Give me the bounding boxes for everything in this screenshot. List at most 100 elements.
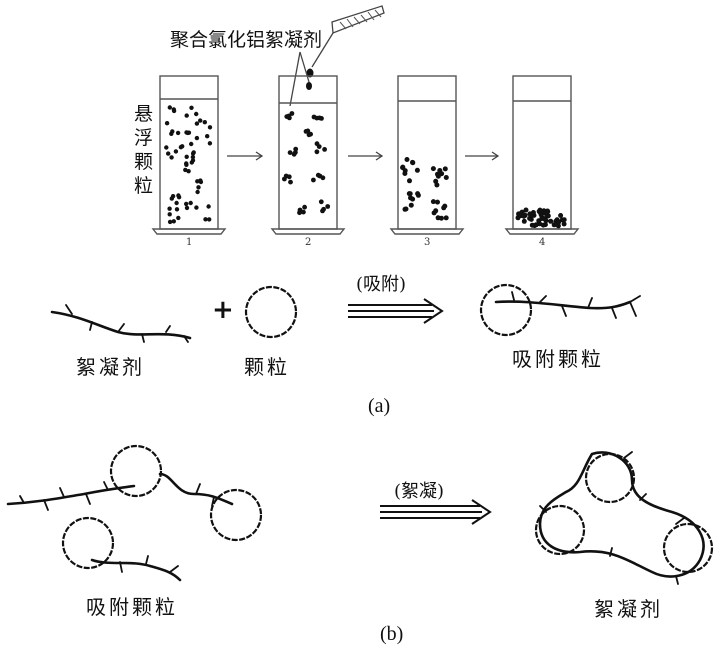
particle-dot [322, 147, 327, 152]
particle-dot [198, 178, 203, 183]
particle-dot [430, 166, 436, 172]
particle-text: 颗粒 [244, 355, 290, 379]
particle-dot [176, 193, 181, 198]
particle-dot [430, 199, 436, 205]
particle-dot [170, 129, 175, 134]
particle-dot [521, 218, 527, 224]
particle-dot [410, 160, 416, 166]
reaction-arrow-icon [348, 298, 444, 324]
arrow-icon [227, 151, 264, 161]
particle-dot [194, 111, 199, 117]
particle-dot [287, 150, 293, 156]
label-leader-line [299, 51, 310, 83]
particle-dot [183, 167, 188, 173]
particle-dot [169, 155, 174, 160]
particle-dot [540, 222, 546, 228]
beaker-number: 3 [424, 237, 430, 248]
particle-dot [194, 135, 200, 141]
particle-dot [164, 145, 169, 150]
suspended-particles-label: 悬 浮 颗 粒 [134, 103, 153, 197]
beaker-number: 4 [539, 237, 545, 248]
flocculant-label: 聚合氯化铝絮凝剂 [170, 29, 322, 51]
particle-dot [302, 204, 307, 210]
particle-dot [174, 207, 180, 212]
particle-dot [190, 158, 196, 163]
particle-dot [167, 105, 172, 110]
particle-dot [415, 191, 421, 197]
svg-text:悬: 悬 [134, 103, 153, 125]
particle-dot [442, 166, 448, 172]
particle-dot [438, 215, 444, 221]
particle-dot [198, 118, 203, 123]
particle-dot [318, 199, 324, 205]
particle-dot [314, 115, 320, 121]
adsorbed-particles-text: 吸附颗粒 [86, 595, 178, 619]
particle-dot [194, 205, 199, 210]
particle-dot [169, 196, 174, 201]
particle-dot [171, 107, 176, 112]
particle-dot [403, 206, 409, 212]
particle-dot [314, 141, 320, 147]
particle-dot [548, 218, 554, 224]
particle-dot [174, 200, 179, 206]
particle-dot [443, 215, 449, 221]
plus-sign: + [212, 295, 234, 325]
particle-dot [190, 154, 196, 160]
particle-dot [207, 141, 213, 146]
particle-dot [184, 161, 189, 166]
particle-dot [435, 173, 441, 179]
adsorbed-particles-network [6, 444, 263, 582]
particle-dot [556, 219, 562, 225]
particle-dot [410, 196, 416, 202]
beaker-2: 2 [270, 75, 346, 248]
particle-dot [178, 145, 184, 150]
particle-dot [206, 204, 211, 209]
adsorbed-particle [479, 283, 641, 337]
particle-dot [308, 131, 313, 137]
particle-dot [561, 221, 567, 227]
particle-dot [527, 211, 533, 217]
particle-dot [408, 202, 414, 208]
particle-dot [291, 151, 297, 157]
particle-dot [544, 209, 550, 215]
particle-dot [185, 130, 190, 136]
svg-text:颗: 颗 [134, 151, 153, 173]
particle-dot [184, 201, 189, 207]
svg-text:粒: 粒 [134, 175, 153, 197]
particle-dot [189, 141, 194, 147]
particle-dot [167, 206, 172, 211]
particle-dot [288, 179, 293, 185]
particle-dot [320, 175, 326, 181]
particle-dot [437, 168, 443, 173]
beaker-4: 4 [504, 75, 580, 248]
particle-dot [186, 169, 191, 174]
particle-dot [435, 199, 440, 205]
particle-dot [311, 177, 316, 183]
particle-dot [176, 215, 181, 221]
adsorption-label: (吸附) [356, 274, 406, 295]
particle-dot [520, 212, 526, 218]
flocculant-text: 絮凝剂 [76, 355, 145, 379]
particle-dot [529, 222, 535, 228]
particle-dot [184, 205, 190, 211]
particle-dot [286, 174, 292, 180]
particle-dot [400, 165, 406, 171]
particle-dot [207, 125, 213, 130]
particle-dot [527, 215, 533, 221]
particle-dot [404, 157, 410, 162]
particle-dot [191, 150, 196, 155]
particle-dot [531, 212, 537, 218]
particle-dot [443, 175, 449, 180]
particle-dot [303, 129, 309, 134]
particle-dot [558, 213, 564, 218]
particle-dot [282, 176, 287, 182]
label-leader-line [289, 51, 301, 107]
particle-dot [442, 203, 448, 209]
particle-dot [184, 113, 189, 118]
particle-dot [196, 185, 201, 190]
arrow-icon [348, 151, 384, 161]
particle-dot [407, 178, 412, 184]
caption-b: (b) [380, 623, 403, 645]
particle-dot [194, 121, 200, 126]
